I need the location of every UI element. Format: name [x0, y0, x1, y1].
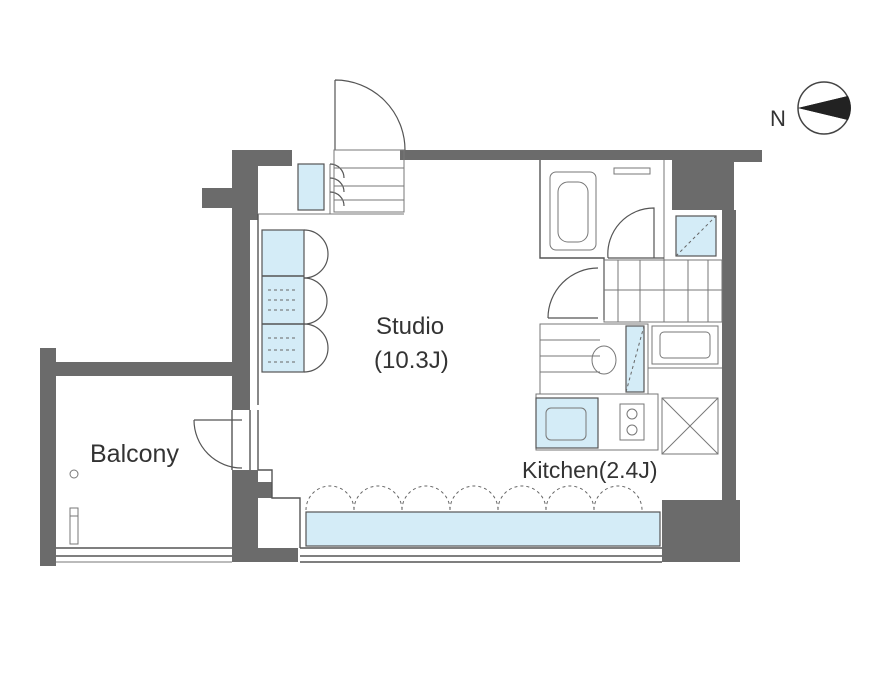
interior-lines: [56, 214, 662, 563]
window-storage: [305, 485, 661, 547]
compass-north-label: N: [770, 106, 786, 131]
balcony-label: Balcony: [90, 440, 179, 468]
studio-size-label: (10.3J): [374, 347, 449, 374]
kitchen: [535, 393, 719, 455]
studio-label: Studio: [376, 313, 444, 340]
bathroom: [539, 160, 723, 395]
walls: [40, 150, 762, 566]
kitchen-label: Kitchen(2.4J): [522, 457, 658, 483]
entrance-area: [258, 79, 406, 215]
compass-icon: [797, 81, 851, 135]
balcony-door: [69, 419, 243, 545]
closet: [261, 229, 329, 373]
